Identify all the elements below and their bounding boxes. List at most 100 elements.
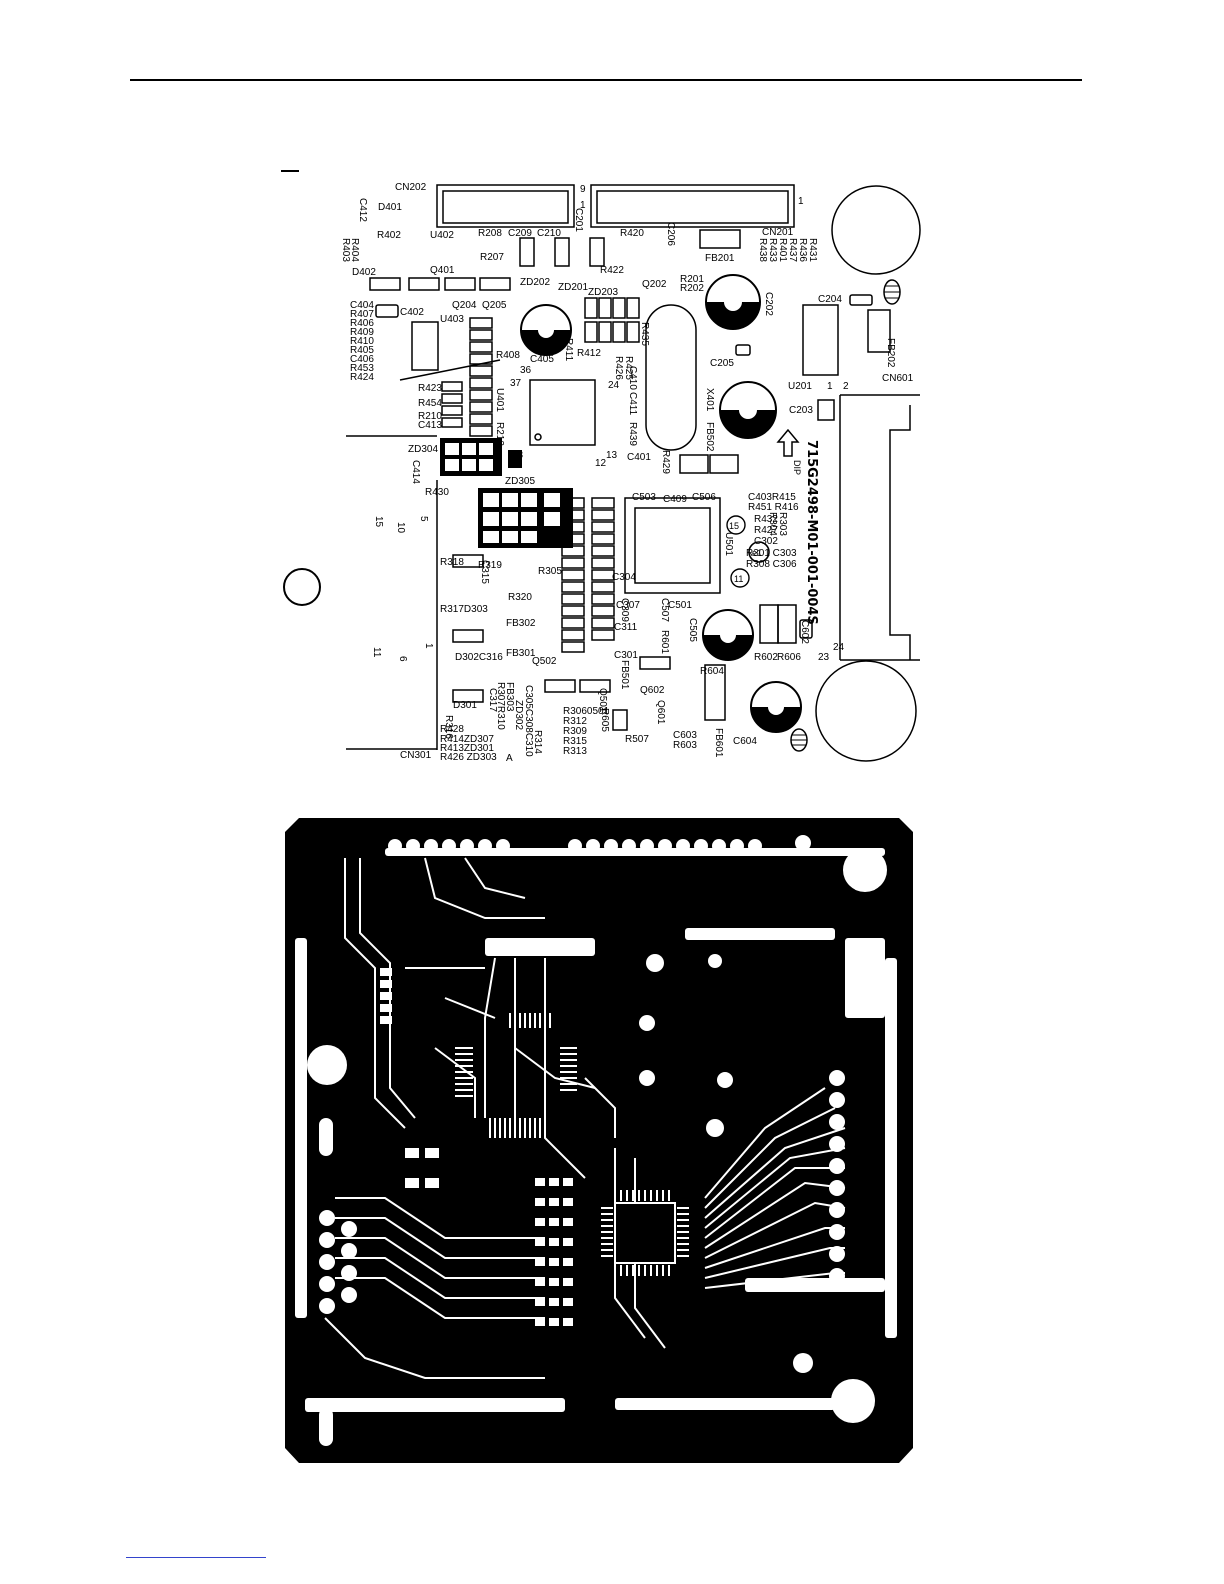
svg-text:R601: R601: [659, 630, 670, 654]
svg-text:ZD201: ZD201: [558, 282, 588, 293]
svg-text:Q205: Q205: [482, 300, 507, 311]
svg-text:FB303: FB303: [504, 682, 515, 712]
svg-text:R404: R404: [349, 238, 360, 262]
figure-mark: [281, 170, 299, 172]
svg-text:R430: R430: [425, 487, 449, 498]
svg-text:C411: C411: [627, 392, 638, 416]
svg-text:D402: D402: [352, 267, 376, 278]
svg-text:R412: R412: [577, 348, 601, 359]
svg-text:C414: C414: [410, 460, 421, 484]
svg-text:C501: C501: [668, 600, 692, 611]
svg-text:R210: R210: [418, 411, 442, 422]
svg-text:R320: R320: [508, 592, 532, 603]
svg-text:C304: C304: [612, 572, 636, 583]
electrolytic-caps: [520, 274, 802, 733]
svg-text:1: 1: [798, 196, 804, 207]
qfp-footprint: [601, 1190, 689, 1276]
svg-text:R406: R406: [350, 318, 374, 329]
svg-text:C206: C206: [665, 222, 676, 246]
svg-text:FB202: FB202: [885, 338, 896, 368]
svg-text:12: 12: [595, 458, 607, 469]
svg-text:C602: C602: [799, 620, 810, 644]
svg-text:24: 24: [608, 380, 620, 391]
svg-text:R319: R319: [478, 560, 502, 571]
svg-text:R402: R402: [377, 230, 401, 241]
svg-text:Q502: Q502: [532, 656, 557, 667]
svg-text:R420: R420: [620, 228, 644, 239]
svg-text:C405: C405: [530, 354, 554, 365]
svg-text:R405: R405: [350, 345, 374, 356]
svg-text:R409: R409: [350, 327, 374, 338]
svg-text:R413ZD301: R413ZD301: [440, 743, 494, 754]
svg-text:R317D303: R317D303: [440, 604, 488, 615]
svg-text:36: 36: [520, 365, 532, 376]
svg-text:48: 48: [512, 450, 524, 461]
svg-text:C404: C404: [350, 300, 374, 311]
svg-text:6: 6: [397, 656, 408, 662]
svg-text:1: 1: [423, 643, 434, 649]
svg-text:R429: R429: [660, 450, 671, 474]
svg-text:R439: R439: [627, 422, 638, 446]
svg-text:5: 5: [418, 516, 429, 522]
svg-text:R428: R428: [440, 724, 464, 735]
svg-text:R431: R431: [807, 238, 818, 262]
svg-text:R207: R207: [480, 252, 504, 263]
svg-text:R414ZD307: R414ZD307: [440, 734, 494, 745]
svg-text:23: 23: [818, 652, 830, 663]
svg-text:R3060501: R3060501: [563, 706, 610, 717]
svg-text:C202: C202: [763, 292, 774, 316]
svg-text:R437: R437: [787, 238, 798, 262]
svg-text:R602: R602: [754, 652, 778, 663]
svg-text:ZD305: ZD305: [505, 476, 535, 487]
svg-text:C205: C205: [710, 358, 734, 369]
svg-text:C317: C317: [487, 688, 498, 712]
svg-text:C406: C406: [350, 354, 374, 365]
svg-text:R438: R438: [757, 238, 768, 262]
svg-text:R308 C306: R308 C306: [746, 559, 797, 570]
svg-text:U201: U201: [788, 381, 812, 392]
svg-text:10: 10: [395, 522, 406, 534]
svg-text:R606: R606: [777, 652, 801, 663]
svg-text:C201: C201: [573, 208, 584, 232]
mounting-hole-bottom: [815, 660, 917, 762]
svg-text:R408: R408: [496, 350, 520, 361]
svg-text:R427: R427: [754, 525, 778, 536]
svg-text:R423: R423: [418, 383, 442, 394]
svg-text:FB502: FB502: [704, 422, 715, 452]
svg-text:D302C316: D302C316: [455, 652, 503, 663]
svg-text:C210: C210: [537, 228, 561, 239]
svg-text:CN301: CN301: [400, 750, 432, 761]
svg-text:R605: R605: [599, 708, 610, 732]
svg-text:R401: R401: [777, 238, 788, 262]
svg-text:C403R415: C403R415: [748, 492, 796, 503]
svg-text:C412: C412: [357, 198, 368, 222]
screw-icon: [883, 279, 901, 305]
svg-text:C209: C209: [508, 228, 532, 239]
svg-text:C203: C203: [789, 405, 813, 416]
screw-icon: [790, 728, 808, 752]
svg-text:U402: U402: [430, 230, 454, 241]
svg-text:R213: R213: [494, 422, 505, 446]
svg-text:15: 15: [373, 516, 384, 528]
resistor-column: [469, 317, 493, 437]
svg-text:R403: R403: [340, 238, 351, 262]
svg-text:1: 1: [827, 381, 833, 392]
svg-text:Q204: Q204: [452, 300, 477, 311]
svg-text:A: A: [506, 753, 513, 764]
svg-text:37: 37: [510, 378, 522, 389]
svg-text:DIP: DIP: [792, 460, 802, 475]
svg-text:CN202: CN202: [395, 182, 427, 193]
svg-text:11: 11: [371, 647, 382, 658]
svg-text:R432: R432: [754, 514, 778, 525]
svg-text:Q202: Q202: [642, 279, 667, 290]
svg-text:ZD203: ZD203: [588, 287, 618, 298]
svg-text:FB302: FB302: [506, 618, 536, 629]
svg-text:13: 13: [606, 450, 618, 461]
svg-text:C603: C603: [673, 730, 697, 741]
pcb-silkscreen-diagram: CN202 9 1 1 D401 R402 U402 R208 C209 C21…: [283, 182, 921, 764]
svg-text:D401: D401: [378, 202, 402, 213]
svg-text:R303: R303: [777, 512, 788, 536]
svg-text:R304: R304: [767, 512, 778, 536]
svg-text:C409: C409: [663, 494, 687, 505]
svg-text:C413: C413: [418, 420, 442, 431]
